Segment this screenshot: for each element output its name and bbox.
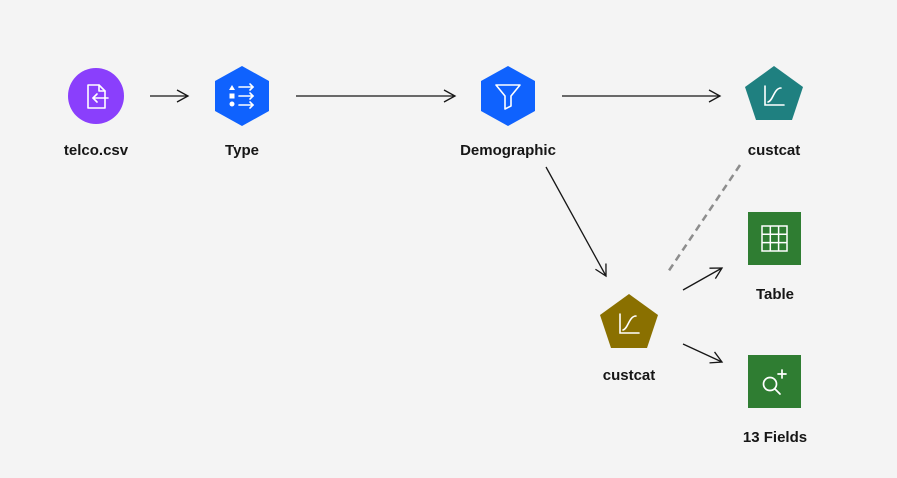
node-model-nugget-label: custcat xyxy=(602,367,656,384)
node-type-label: Type xyxy=(225,142,259,159)
filter-icon xyxy=(495,84,521,110)
node-fields-shape[interactable] xyxy=(748,355,801,408)
file-import-icon xyxy=(87,84,109,109)
node-demographic-label: Demographic xyxy=(460,142,556,159)
connector-demographic-to-nugget[interactable] xyxy=(545,166,607,278)
node-model-top[interactable] xyxy=(745,66,803,120)
node-fields-label: 13 Fields xyxy=(742,429,808,446)
node-demographic[interactable] xyxy=(481,66,535,126)
node-type[interactable] xyxy=(215,66,269,126)
node-demographic-shape[interactable] xyxy=(481,66,535,126)
connector-nugget-to-fields[interactable] xyxy=(682,343,724,364)
node-table[interactable] xyxy=(748,212,801,265)
model-curve-icon xyxy=(764,85,785,106)
node-fields[interactable] xyxy=(748,355,801,408)
node-source[interactable] xyxy=(68,68,124,124)
zoom-in-icon xyxy=(762,369,787,395)
list-type-icon xyxy=(229,83,255,109)
model-curve-icon xyxy=(619,313,640,334)
table-grid-icon xyxy=(761,225,788,252)
model-link-dashed xyxy=(666,164,742,273)
node-table-label: Table xyxy=(755,286,795,303)
node-model-nugget[interactable] xyxy=(600,294,658,348)
node-model-top-label: custcat xyxy=(747,142,801,159)
node-table-shape[interactable] xyxy=(748,212,801,265)
connector-nugget-to-table[interactable] xyxy=(682,267,724,291)
node-source-label: telco.csv xyxy=(63,142,129,159)
